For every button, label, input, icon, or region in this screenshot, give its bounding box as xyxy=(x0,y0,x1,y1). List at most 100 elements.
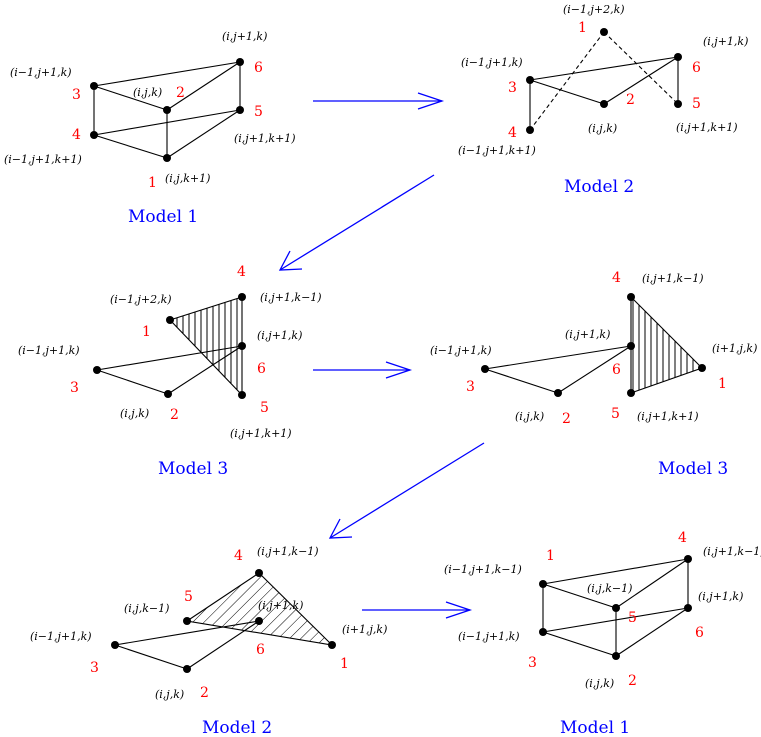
model-caption: Model 1 xyxy=(560,718,630,737)
model-caption: Model 2 xyxy=(202,718,272,737)
vertex-2 xyxy=(554,389,562,397)
label: (i,j,k) xyxy=(588,122,617,135)
label: (i−1,j+1,k+1) xyxy=(4,153,82,166)
model-1-bottom: (i,j+1,k−1) (i−1,j+1,k−1) (i,j,k−1) (i,j… xyxy=(444,530,761,737)
vertex-number: 5 xyxy=(254,104,263,120)
label: (i,j+1,k−1) xyxy=(257,545,319,558)
label: (i,j+1,k) xyxy=(703,35,748,48)
vertex-5 xyxy=(238,391,246,399)
vertex-number: 2 xyxy=(628,673,637,689)
vertex-4 xyxy=(627,293,635,301)
vertex-5 xyxy=(236,106,244,114)
vertex-3 xyxy=(526,76,534,84)
model-2-bottom: (i,j+1,k−1) (i,j,k−1) (i,j+1,k) (i+1,j,k… xyxy=(30,545,387,737)
vertex-number: 4 xyxy=(237,264,246,280)
vertex-5 xyxy=(627,389,635,397)
vertex-number: 3 xyxy=(72,87,81,103)
vertex-6 xyxy=(238,342,246,350)
label: (i−1,j+1,k) xyxy=(430,344,492,357)
vertex-1 xyxy=(539,580,547,588)
label: (i,j,k−1) xyxy=(124,602,169,615)
vertex-number: 4 xyxy=(508,125,517,141)
label: (i−1,j+1,k−1) xyxy=(444,563,522,576)
vertex-5 xyxy=(674,100,682,108)
vertex-number: 1 xyxy=(718,376,727,392)
vertex-number: 4 xyxy=(234,548,243,564)
label: (i+1,j,k) xyxy=(342,623,387,636)
label: (i,j,k) xyxy=(155,688,184,701)
label: (i,j+1,k−1) xyxy=(703,545,761,558)
arrow-right-3 xyxy=(362,601,473,619)
label: (i,j,k+1) xyxy=(165,172,210,185)
label: (i,j+1,k+1) xyxy=(234,132,296,145)
vertex-number: 2 xyxy=(626,92,635,108)
vertex-number: 6 xyxy=(254,60,263,76)
vertex-3 xyxy=(90,82,98,90)
vertex-number: 3 xyxy=(528,655,537,671)
vertex-4 xyxy=(684,555,692,563)
label: (i−1,j+1,k) xyxy=(18,344,80,357)
label: (i,j,k) xyxy=(133,86,162,99)
vertex-2 xyxy=(183,665,191,673)
vertex-number: 1 xyxy=(340,656,349,672)
vertex-4 xyxy=(90,131,98,139)
vertex-6 xyxy=(674,53,682,61)
vertex-6 xyxy=(627,342,635,350)
vertex-5 xyxy=(612,604,620,612)
label: (i−1,j+1,k) xyxy=(30,630,92,643)
model-caption: Model 3 xyxy=(658,459,728,479)
vertex-number: 3 xyxy=(90,660,99,676)
label: (i−1,j+2,k) xyxy=(110,293,172,306)
label: (i,j,k) xyxy=(585,677,614,690)
label: (i,j+1,k) xyxy=(257,329,302,342)
arrow-diagonal-1 xyxy=(278,174,435,271)
label: (i,j+1,k) xyxy=(565,328,610,341)
vertex-number: 4 xyxy=(612,270,621,286)
vertex-3 xyxy=(481,365,489,373)
label: (i,j+1,k+1) xyxy=(230,427,292,440)
vertex-number: 3 xyxy=(508,80,517,96)
vertex-number: 2 xyxy=(176,85,185,101)
vertex-number: 6 xyxy=(256,642,265,658)
vertex-number: 1 xyxy=(546,548,555,564)
label: (i,j+1,k) xyxy=(258,599,303,612)
vertex-1 xyxy=(166,316,174,324)
label: (i−1,j+1,k) xyxy=(10,66,72,79)
vertex-number: 1 xyxy=(148,175,157,191)
model-2-top: (i−1,j+2,k) (i,j+1,k) (i−1,j+1,k) (i,j,k… xyxy=(458,3,748,197)
vertex-1 xyxy=(600,28,608,36)
vertex-6 xyxy=(684,604,692,612)
vertex-2 xyxy=(163,106,171,114)
vertex-number: 5 xyxy=(260,400,269,416)
model-caption: Model 1 xyxy=(128,207,198,227)
vertex-number: 2 xyxy=(200,685,209,701)
vertex-3 xyxy=(111,641,119,649)
label: (i,j+1,k−1) xyxy=(642,272,704,285)
vertex-2 xyxy=(600,100,608,108)
label: (i,j+1,k−1) xyxy=(260,291,322,304)
vertex-6 xyxy=(236,58,244,66)
arrow-right-2 xyxy=(313,361,413,379)
vertex-number: 3 xyxy=(70,380,79,396)
vertex-number: 5 xyxy=(611,406,620,422)
vertex-4 xyxy=(526,126,534,134)
vertex-number: 6 xyxy=(692,60,701,76)
vertex-5 xyxy=(183,617,191,625)
vertex-4 xyxy=(238,293,246,301)
model-caption: Model 3 xyxy=(158,459,228,479)
model-3-left: (i−1,j+2,k) (i,j+1,k−1) (i,j+1,k) (i−1,j… xyxy=(18,264,322,479)
model-1-top: (i,j+1,k) (i−1,j+1,k) (i,j,k) (i,j+1,k+1… xyxy=(4,30,296,227)
model-caption: Model 2 xyxy=(564,177,634,197)
label: (i,j,k−1) xyxy=(587,582,632,595)
vertex-1 xyxy=(163,154,171,162)
vertex-number: 3 xyxy=(466,379,475,395)
vertex-number: 5 xyxy=(692,96,701,112)
vertex-2 xyxy=(612,652,620,660)
label: (i,j+1,k) xyxy=(222,30,267,43)
vertex-number: 5 xyxy=(184,589,193,605)
label: (i,j,k) xyxy=(515,410,544,423)
vertex-6 xyxy=(255,617,263,625)
vertex-number: 1 xyxy=(142,324,151,340)
